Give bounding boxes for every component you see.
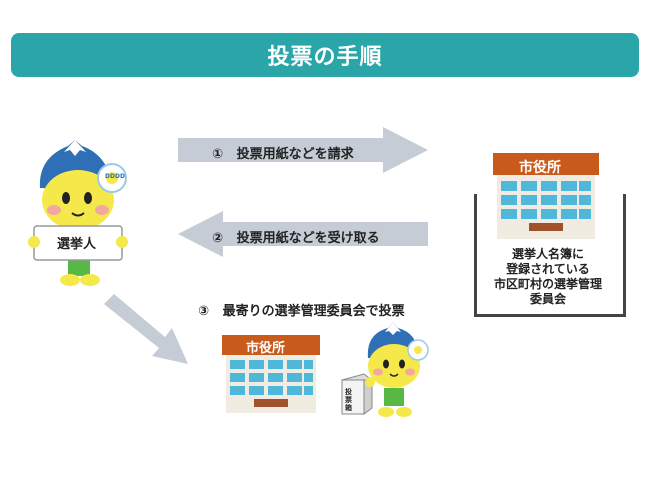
nearby-city-hall-sign: 市役所 xyxy=(246,341,286,356)
voting-mascot xyxy=(365,322,429,417)
step-3-label: ③ 最寄りの選挙管理委員会で投票 xyxy=(198,300,405,319)
step-2-number: ② xyxy=(212,231,224,246)
committee-line-4: 委員会 xyxy=(529,292,566,306)
committee-box xyxy=(474,194,626,317)
receive-arrow xyxy=(178,211,428,257)
step-2-text: 投票用紙などを受け取る xyxy=(236,231,380,246)
committee-line-2: 登録されている xyxy=(506,262,590,276)
city-hall-icon xyxy=(493,153,599,239)
step-3-text: 最寄りの選挙管理委員会で投票 xyxy=(222,304,405,319)
vote-arrow xyxy=(104,294,188,364)
committee-line-1: 選挙人名簿に xyxy=(511,247,584,261)
ballot-box-icon xyxy=(340,373,374,415)
voter-mascot xyxy=(28,140,128,286)
committee-description: 選挙人名簿に 登録されている 市区町村の選挙管理 委員会 xyxy=(478,247,618,307)
step-1-text: 投票用紙などを請求 xyxy=(236,147,354,162)
voter-label: 選挙人 xyxy=(57,237,97,252)
request-arrow xyxy=(178,127,428,173)
mascot-badge: DDDD xyxy=(105,173,125,180)
nearby-city-hall-icon xyxy=(222,335,320,413)
step-2-label: ② 投票用紙などを受け取る xyxy=(212,227,380,246)
ballot-box-label: 投票箱 xyxy=(345,388,352,412)
city-hall-sign: 市役所 xyxy=(519,160,561,176)
step-1-label: ① 投票用紙などを請求 xyxy=(212,143,354,162)
step-3-number: ③ xyxy=(198,304,210,319)
committee-line-3: 市区町村の選挙管理 xyxy=(493,277,602,291)
page-title: 投票の手順 xyxy=(11,33,639,77)
step-1-number: ① xyxy=(212,147,224,162)
